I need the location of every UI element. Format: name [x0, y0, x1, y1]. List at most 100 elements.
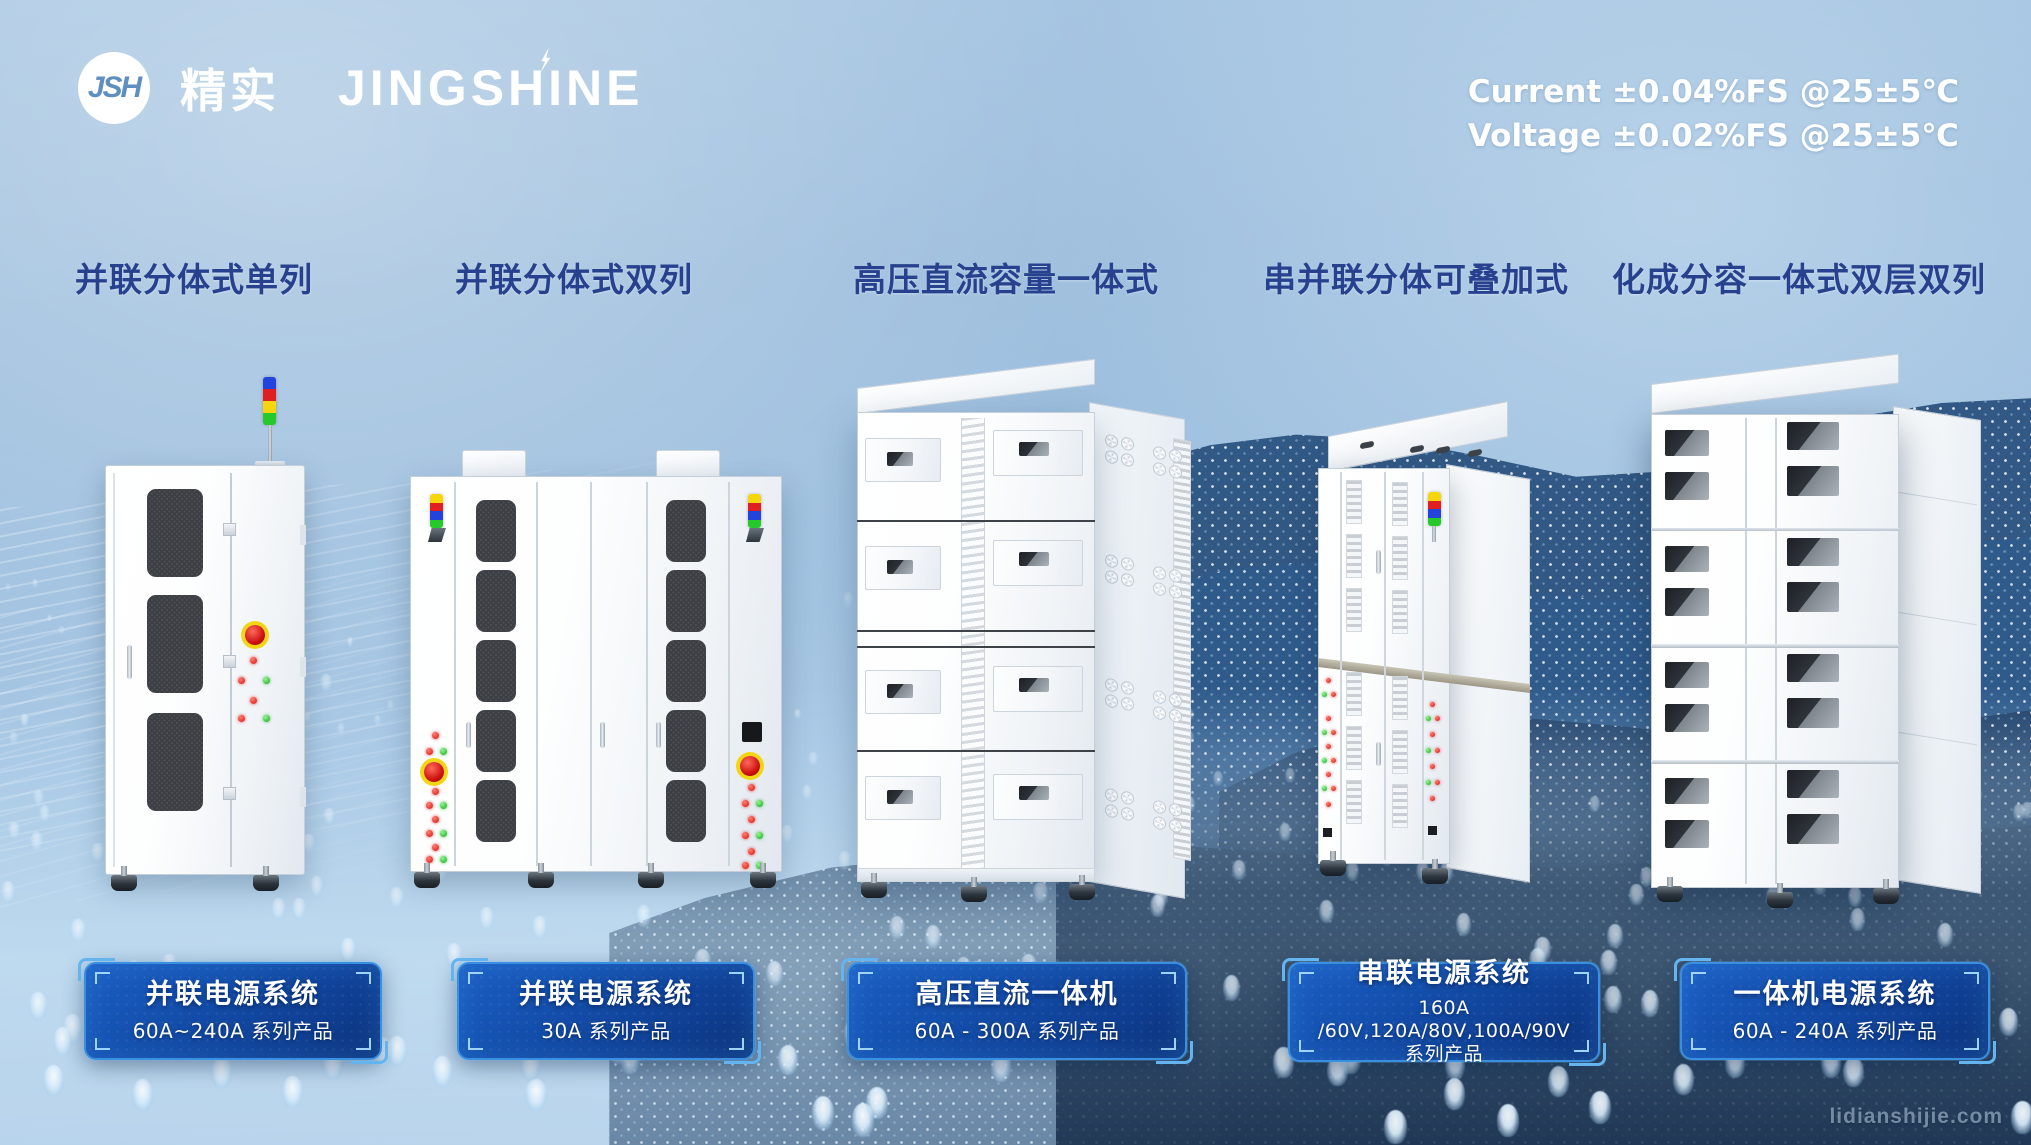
light-pod: [28, 992, 48, 1020]
indicator-led-green: [1426, 780, 1431, 785]
drawer-window: [1787, 538, 1839, 566]
louver-vent: [1392, 730, 1408, 774]
corner-bracket-tr: [729, 972, 744, 984]
light-pod: [445, 943, 463, 969]
light-pod: [1548, 1065, 1570, 1098]
light-pod: [336, 722, 346, 735]
light-pod: [889, 916, 905, 940]
jsh-logo-icon: JSH: [78, 52, 150, 124]
louver-vent: [1346, 480, 1362, 524]
corner-bracket-tl: [858, 972, 873, 984]
drawer-window: [1019, 552, 1049, 566]
light-pod: [33, 790, 44, 807]
cabinet-seam: [1745, 418, 1747, 884]
indicator-led-green: [1322, 730, 1327, 735]
louver-vent: [1392, 536, 1408, 580]
indicator-led-red: [748, 848, 755, 855]
light-pod: [2021, 802, 2031, 820]
drawer-window: [1665, 662, 1709, 688]
product-label-subtitle: 60A - 240A 系列产品: [1732, 1018, 1938, 1043]
corner-bracket-tr: [1161, 972, 1176, 984]
light-pod: [309, 876, 324, 897]
indicator-led-red: [1435, 716, 1440, 721]
drawer-window: [1019, 678, 1049, 692]
louver-vent: [1346, 588, 1362, 632]
light-pod: [525, 1079, 547, 1112]
corner-bracket-tr: [356, 972, 371, 984]
drawer-window: [887, 452, 913, 466]
indicator-led-red: [250, 657, 257, 664]
watermark: lidianshijie.com: [1829, 1105, 2003, 1128]
indicator-led-red: [1326, 744, 1331, 749]
light-pod: [812, 1096, 835, 1130]
indicator-led-green: [440, 802, 447, 809]
corner-bracket-tl: [1299, 972, 1314, 984]
corner-bracket-tl: [95, 972, 110, 984]
light-pod: [30, 832, 43, 851]
emergency-stop-button[interactable]: [424, 762, 444, 782]
corner-bracket-br: [1964, 1038, 1979, 1050]
leveling-foot: [1320, 851, 1346, 876]
drawer-window: [1787, 582, 1839, 612]
brand-name-english: JINGSHINE: [338, 59, 644, 117]
mesh-panel: [666, 710, 706, 772]
product-label-subtitle: 60A~240A 系列产品: [132, 1018, 334, 1043]
leveling-foot: [638, 863, 664, 888]
light-pod: [1212, 771, 1223, 787]
drawer-window: [1019, 786, 1049, 800]
light-pod: [31, 578, 38, 589]
light-pod: [808, 751, 818, 766]
light-pod: [1033, 882, 1048, 904]
mesh-panel: [476, 710, 516, 772]
leveling-foot: [750, 863, 776, 888]
hmi-screen[interactable]: [742, 722, 762, 742]
emergency-stop-button[interactable]: [740, 756, 760, 776]
tower-light-pole: [268, 425, 272, 465]
tier-divider: [1651, 528, 1899, 531]
category-headings: 并联分体式单列并联分体式双列高压直流容量一体式串并联分体可叠加式化成分容一体式双…: [0, 253, 2031, 303]
light-pod: [42, 1065, 64, 1097]
spec-voltage: Voltage ±0.02%FS @25±5℃: [1467, 118, 1959, 155]
emergency-stop-button[interactable]: [245, 625, 265, 645]
tier-divider: [857, 520, 1095, 522]
product-label-subtitle: 30A 系列产品: [541, 1018, 671, 1043]
light-pod: [291, 897, 307, 920]
light-pod: [1497, 1103, 1520, 1138]
tier-divider: [857, 750, 1095, 752]
corner-bracket-bl: [468, 1038, 483, 1050]
corner-bracket-br: [729, 1038, 744, 1050]
indicator-led-red: [426, 802, 433, 809]
indicator-led-green: [263, 677, 270, 684]
leveling-foot: [1422, 859, 1448, 884]
product-label-title: 串联电源系统: [1357, 957, 1531, 989]
light-pod: [781, 825, 794, 844]
light-pod: [1284, 768, 1295, 784]
indicator-led-green: [756, 832, 763, 839]
cabinet-body: [105, 465, 305, 875]
door-handle: [1376, 550, 1381, 574]
light-pod: [794, 708, 801, 719]
drawer-window: [1787, 770, 1839, 798]
product-parallel-split-dual-column-cabinet: [410, 450, 790, 930]
light-pod: [70, 918, 86, 942]
drawer-window: [1787, 422, 1839, 450]
product-label-card-5[interactable]: 一体机电源系统 60A - 240A 系列产品: [1674, 958, 1996, 1064]
product-label-title: 一体机电源系统: [1733, 979, 1937, 1011]
indicator-led-red: [1435, 780, 1440, 785]
drawer-window: [887, 790, 913, 804]
louver-vent: [1392, 784, 1408, 828]
hmi-screen[interactable]: [1323, 828, 1332, 837]
light-pod: [1603, 986, 1622, 1014]
hmi-screen[interactable]: [1428, 826, 1437, 835]
indicator-led-green: [1322, 692, 1327, 697]
drawer-window: [1665, 546, 1709, 572]
indicator-led-green: [440, 748, 447, 755]
drawer-window: [887, 684, 913, 698]
indicator-led-red: [238, 677, 245, 684]
